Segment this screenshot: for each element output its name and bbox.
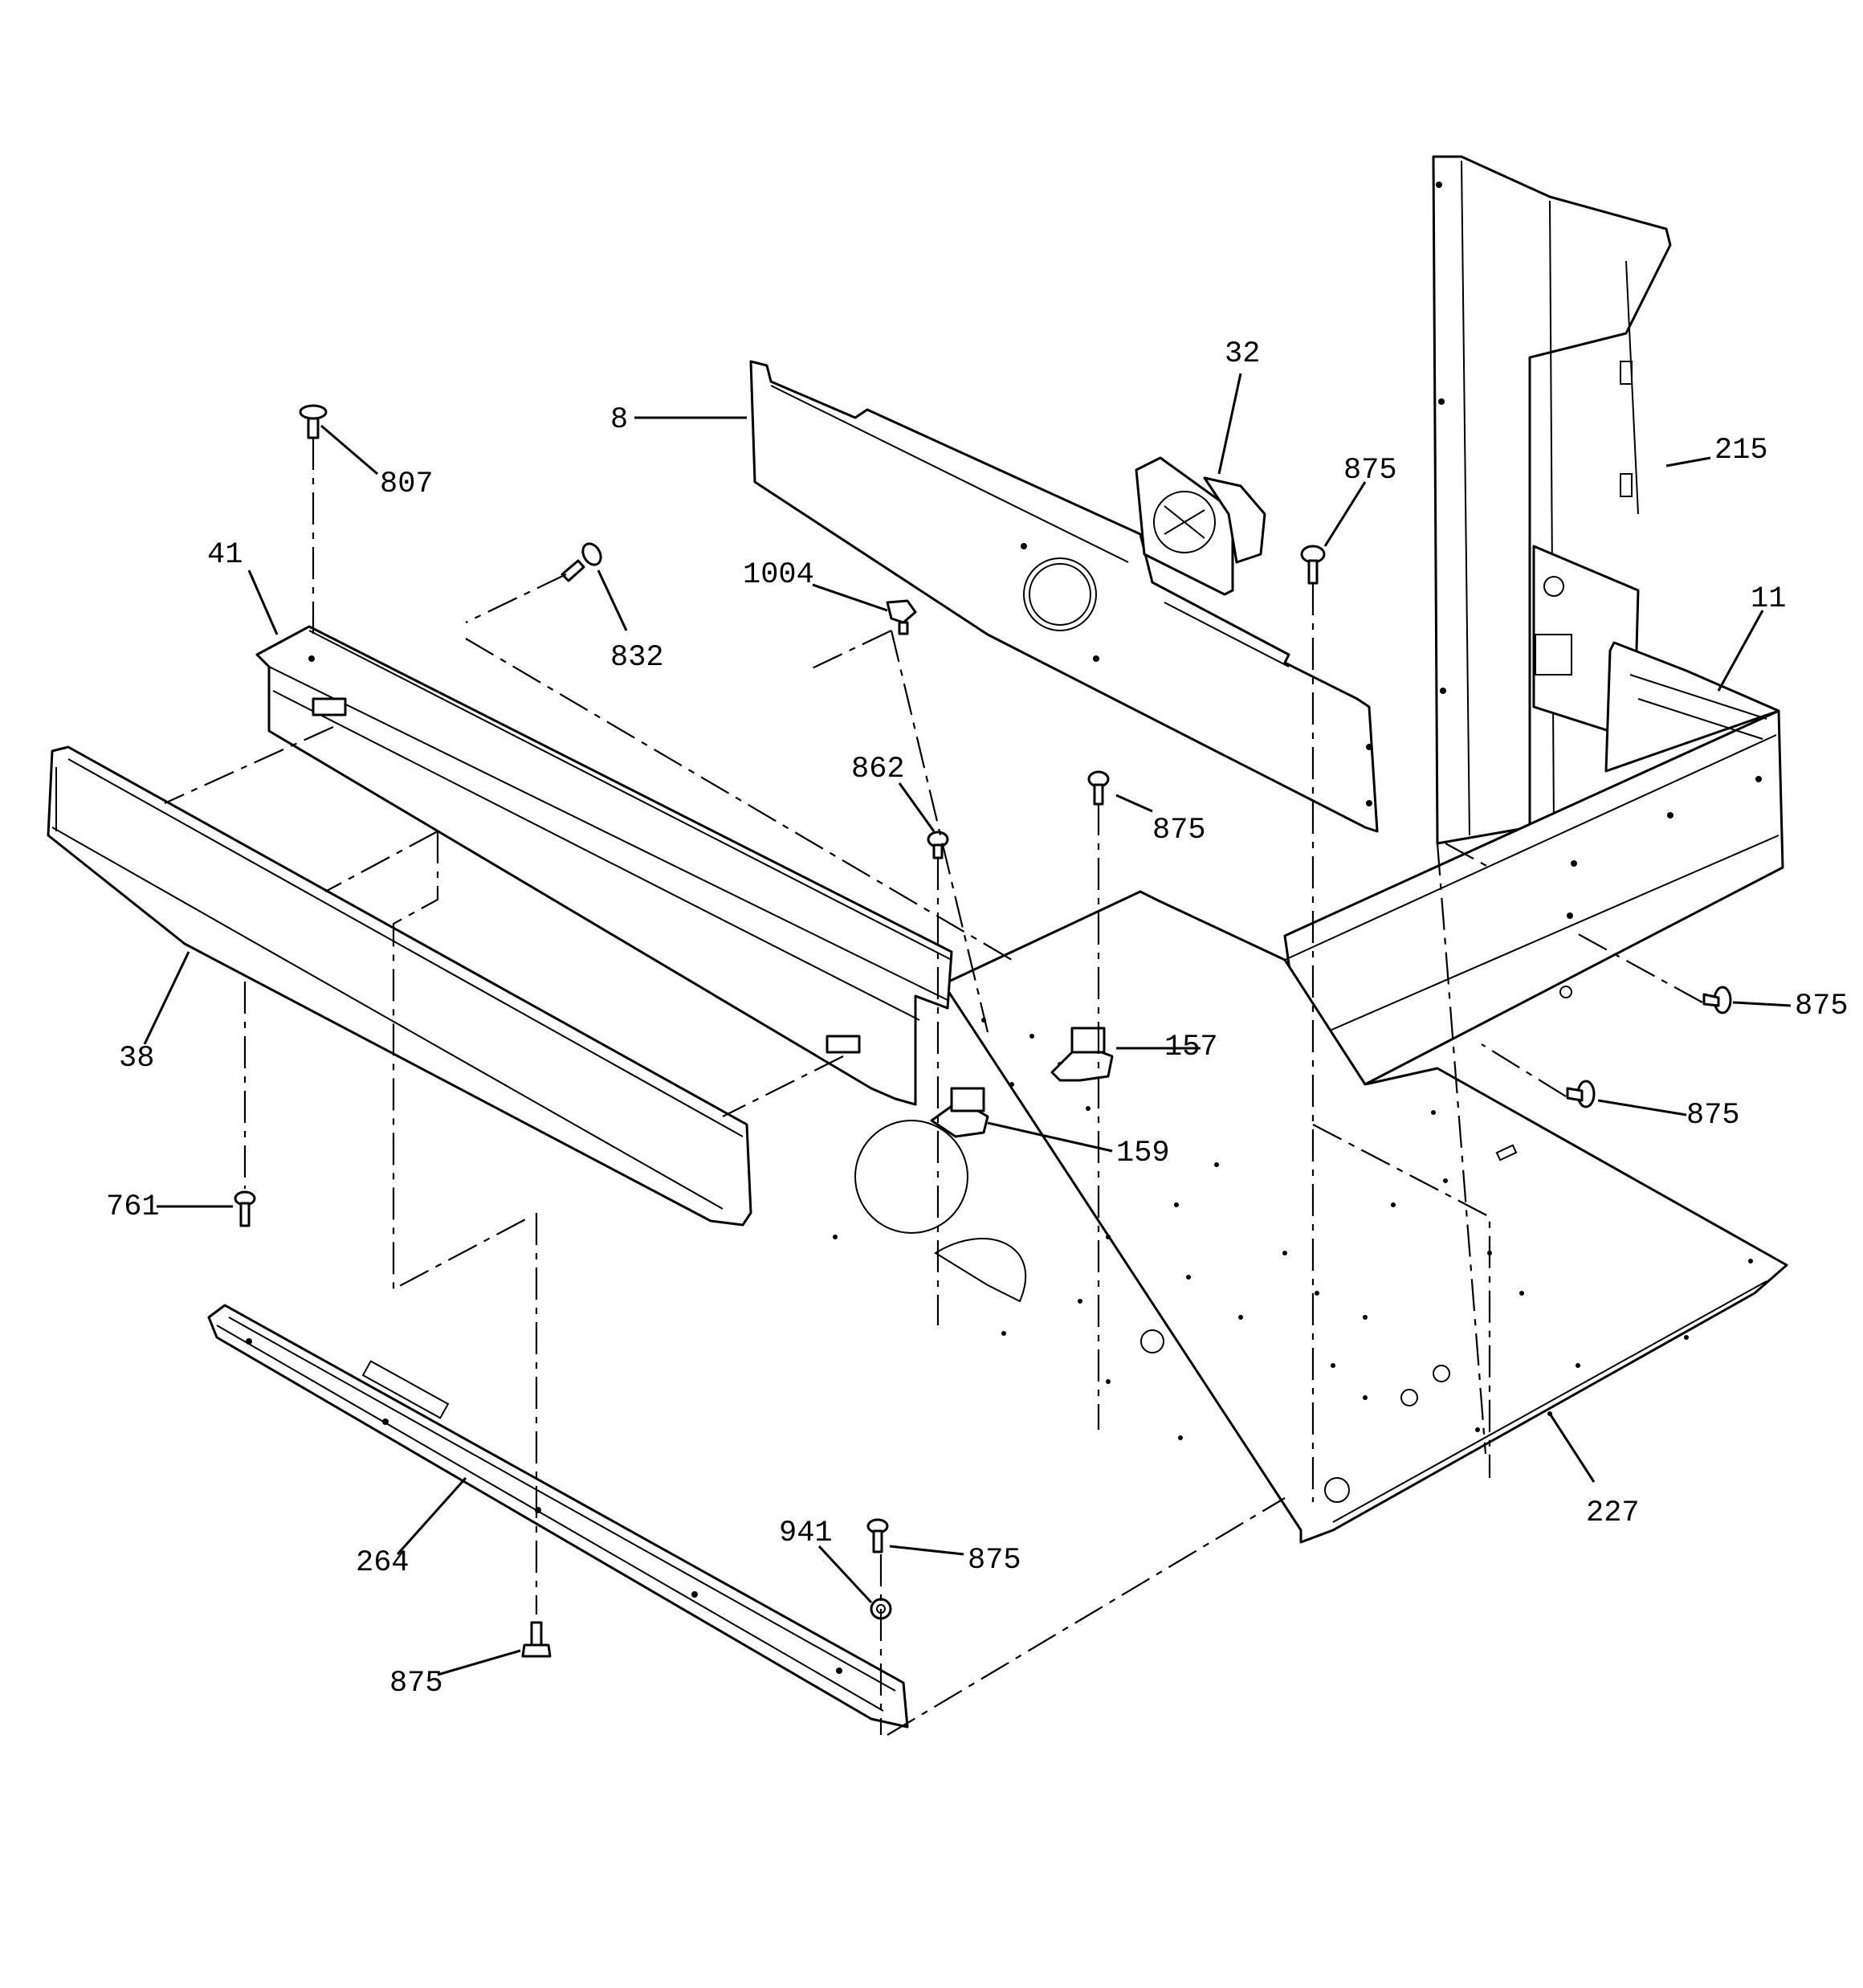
- panel-bracket-41: [255, 625, 953, 1106]
- callout-875-bottom: 875: [968, 1544, 1021, 1578]
- callout-1004: 1004: [743, 558, 814, 592]
- callout-875-mid: 875: [1152, 814, 1206, 847]
- callout-159: 159: [1116, 1137, 1170, 1170]
- callout-761: 761: [106, 1190, 160, 1224]
- callout-832: 832: [610, 641, 664, 675]
- front-frame-11: [1283, 641, 1784, 1086]
- screw-1004-icon: [886, 599, 917, 635]
- screw-875-mid-icon: [1087, 770, 1110, 806]
- callout-38: 38: [119, 1042, 154, 1076]
- callout-labels: 8 32 215 807 875 41 1004 11 832 862 875 …: [106, 337, 1849, 1700]
- callout-875-fan: 875: [1343, 454, 1397, 488]
- screw-875-right2-icon: [1566, 1080, 1596, 1108]
- screw-761-icon: [234, 1190, 256, 1227]
- callout-215: 215: [1714, 434, 1768, 467]
- callout-862: 862: [851, 753, 905, 786]
- screw-875-bottom-icon: [866, 1518, 889, 1553]
- control-panel-front-38: [47, 745, 752, 1227]
- callout-941: 941: [779, 1517, 833, 1550]
- callout-807: 807: [380, 467, 434, 501]
- leader-lines: [143, 373, 1792, 1676]
- screw-875-lower-icon: [521, 1621, 552, 1658]
- callout-264: 264: [356, 1546, 410, 1580]
- duct-panel-8: [749, 360, 1379, 833]
- thermostat-159: [930, 1087, 989, 1138]
- trim-rail-264: [207, 1304, 909, 1729]
- screw-875-right1-icon: [1702, 986, 1732, 1014]
- cooling-fan-32: [1135, 456, 1266, 596]
- callout-875-lower: 875: [389, 1667, 443, 1700]
- callout-875-right1: 875: [1795, 990, 1849, 1023]
- callout-41: 41: [207, 538, 243, 572]
- screw-807-icon: [299, 404, 328, 439]
- bottom-plate-227: [833, 890, 1788, 1544]
- callout-227: 227: [1586, 1496, 1640, 1530]
- screw-875-fan-icon: [1300, 545, 1326, 585]
- callout-157: 157: [1164, 1031, 1218, 1064]
- assembly-lines: [164, 438, 1703, 1736]
- callout-11: 11: [1751, 582, 1786, 616]
- callout-875-right2: 875: [1686, 1099, 1740, 1133]
- callout-32: 32: [1225, 337, 1260, 371]
- callout-8: 8: [610, 403, 628, 437]
- screw-832-icon: [561, 542, 602, 582]
